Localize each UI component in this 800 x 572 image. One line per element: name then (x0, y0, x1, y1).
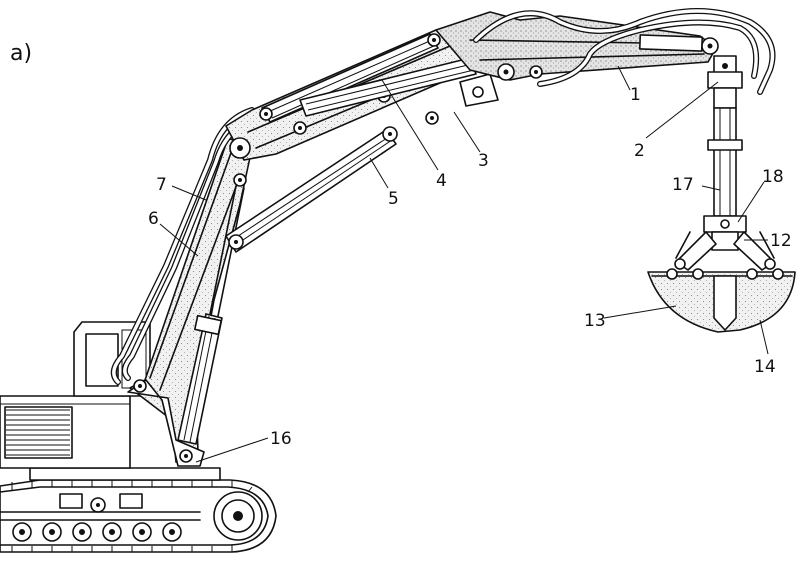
boom-lower-section (127, 137, 253, 467)
cylinder-3 (299, 57, 499, 117)
road-wheels (12, 522, 182, 542)
arm-hoses (473, 8, 776, 95)
track-links (11, 480, 253, 552)
grab-head-18 (703, 215, 747, 251)
lift-cylinder-6 (177, 173, 247, 445)
upper-carriage (0, 321, 221, 481)
carrier-rollers (59, 493, 143, 513)
callout-5: 5 (388, 189, 399, 209)
strut-5 (225, 126, 398, 253)
callout-2: 2 (634, 141, 645, 161)
telescopic-rod-17 (707, 107, 743, 217)
callout-18: 18 (762, 167, 784, 187)
grab-shell-13 (647, 268, 796, 333)
callout-12: 12 (770, 231, 792, 251)
callout-14: 14 (754, 357, 776, 377)
engine-grille (4, 406, 73, 459)
callout-16: 16 (270, 429, 292, 449)
grab-arms-12 (674, 231, 776, 271)
leader-lines (159, 65, 769, 463)
callout-6: 6 (148, 209, 159, 229)
panel-label: a) (10, 41, 32, 66)
callout-4: 4 (436, 171, 447, 191)
callout-17: 17 (672, 175, 694, 195)
callout-7: 7 (156, 175, 167, 195)
rotator-head (707, 55, 743, 109)
idler-wheel (213, 491, 263, 541)
callout-13: 13 (584, 311, 606, 331)
crawler-track (0, 479, 277, 553)
callout-1: 1 (630, 85, 641, 105)
callout-3: 3 (478, 151, 489, 171)
